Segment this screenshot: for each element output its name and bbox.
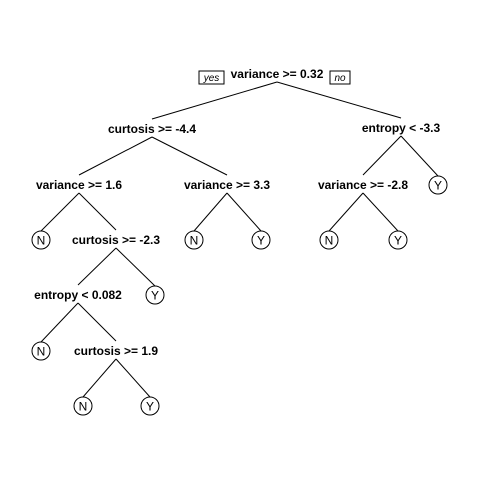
yes-branch-label: yes [203, 73, 220, 84]
tree-edge-n5-n11 [226, 192, 262, 232]
tree-edge-n4-n8 [40, 192, 80, 232]
leaf-circle [319, 230, 339, 250]
tree-edge-n9-n14 [77, 247, 117, 286]
leaf-node-y: Y [428, 175, 448, 195]
leaf-circle [428, 175, 448, 195]
split-label: curtosis >= -4.4 [108, 122, 196, 136]
split-label: variance >= -2.8 [318, 178, 408, 192]
tree-nodes: variance >= 0.32 curtosis >= -4.4 entropy … [31, 67, 448, 416]
leaf-label: Y [146, 400, 154, 414]
leaf-label: N [37, 345, 46, 359]
tree-edges [40, 81, 439, 398]
yes-branch-box [198, 70, 225, 85]
leaf-label: N [37, 234, 46, 248]
leaf-circle [145, 285, 165, 305]
leaf-label: N [190, 234, 199, 248]
tree-edge-n17-n19 [115, 358, 151, 398]
leaf-node-y: Y [388, 230, 408, 250]
split-node-variance-ge-3-3: variance >= 3.3 [184, 178, 270, 192]
tree-edge-n1-n3 [276, 81, 402, 119]
leaf-circle [31, 230, 51, 250]
leaf-label: Y [257, 234, 265, 248]
split-label: curtosis >= -2.3 [72, 233, 160, 247]
split-label: variance >= 1.6 [36, 178, 122, 192]
tree-edge-n2-n5 [151, 136, 228, 176]
split-node-entropy-lt-3-3: entropy < -3.3 [362, 121, 441, 135]
leaf-node-n: N [184, 230, 204, 250]
tree-edge-n2-n4 [78, 136, 153, 176]
split-node-curtosis-ge-1-9: curtosis >= 1.9 [74, 344, 158, 358]
split-label: entropy < -3.3 [362, 121, 441, 135]
tree-edge-n9-n15 [115, 247, 156, 287]
tree-edge-n4-n9 [78, 192, 117, 231]
tree-edge-n6-n12 [328, 192, 364, 232]
leaf-circle [140, 396, 160, 416]
split-node-variance-ge-2-8: variance >= -2.8 [318, 178, 408, 192]
leaf-label: N [325, 234, 334, 248]
no-branch-box [329, 70, 351, 85]
tree-edge-n6-n13 [362, 192, 399, 232]
leaf-label: N [79, 400, 88, 414]
tree-edge-n1-n2 [151, 81, 278, 120]
split-label: entropy < 0.082 [34, 288, 122, 302]
leaf-node-y: Y [251, 230, 271, 250]
leaf-circle [388, 230, 408, 250]
split-label: variance >= 3.3 [184, 178, 270, 192]
leaf-circle [251, 230, 271, 250]
leaf-circle [184, 230, 204, 250]
tree-edge-n14-n16 [40, 302, 79, 343]
leaf-node-y: Y [140, 396, 160, 416]
leaf-node-n: N [31, 230, 51, 250]
split-node-variance-ge-1-6: variance >= 1.6 [36, 178, 122, 192]
leaf-node-n: N [73, 396, 93, 416]
tree-edge-n17-n18 [82, 358, 117, 398]
leaf-circle [73, 396, 93, 416]
split-label: variance >= 0.32 [231, 67, 324, 81]
leaf-node-n: N [31, 341, 51, 361]
split-node-variance-ge-0-32: variance >= 0.32 [231, 67, 324, 81]
split-label: curtosis >= 1.9 [74, 344, 158, 358]
no-branch-label: no [334, 73, 346, 84]
tree-edge-n14-n17 [77, 302, 117, 342]
split-node-curtosis-ge-4-4: curtosis >= -4.4 [108, 122, 196, 136]
leaf-circle [31, 341, 51, 361]
tree-edge-n3-n6 [362, 135, 402, 176]
leaf-label: Y [394, 234, 402, 248]
tree-edge-n3-n7 [400, 135, 439, 177]
split-node-entropy-lt-0-082: entropy < 0.082 [34, 288, 122, 302]
leaf-node-y: Y [145, 285, 165, 305]
split-node-curtosis-ge-2-3: curtosis >= -2.3 [72, 233, 160, 247]
tree-edge-n5-n10 [193, 192, 228, 232]
root-branch-labels: yes no [198, 70, 351, 85]
leaf-node-n: N [319, 230, 339, 250]
leaf-label: Y [151, 289, 159, 303]
leaf-label: Y [434, 179, 442, 193]
